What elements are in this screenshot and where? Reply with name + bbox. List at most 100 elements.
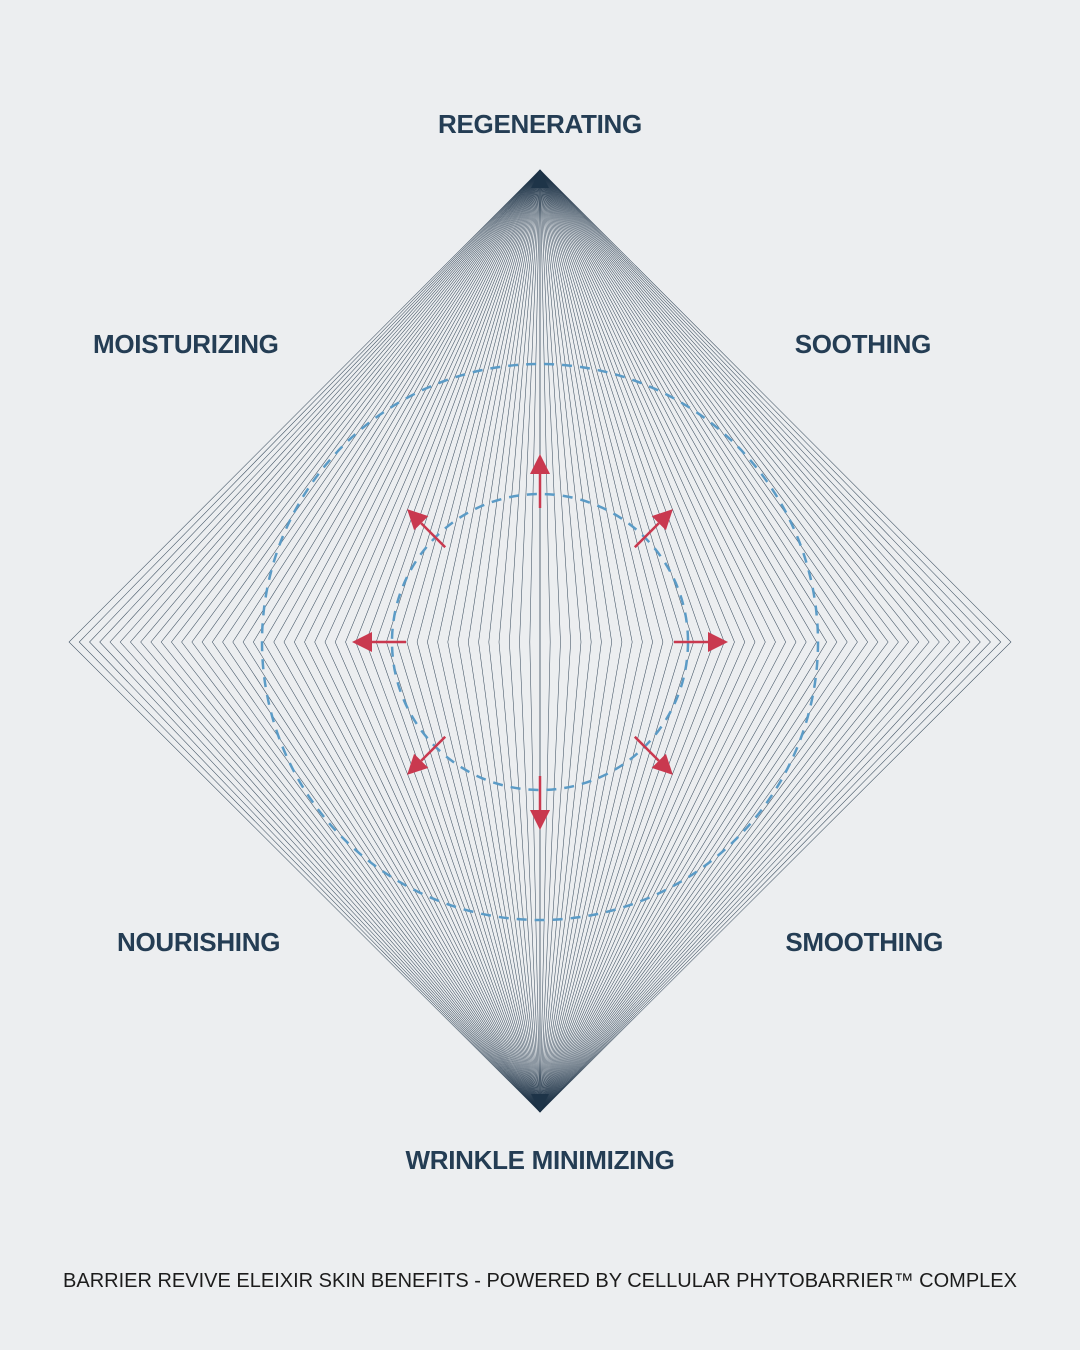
curve-line-right-3: [539, 169, 571, 1113]
curve-line-right-12: [539, 169, 664, 1113]
arrow-shaft: [420, 735, 447, 762]
curve-line-left-38: [150, 169, 541, 1113]
curve-line-right-9: [539, 169, 633, 1113]
curve-line-left-40: [130, 169, 541, 1113]
curve-line-right-27: [539, 169, 817, 1113]
curve-line-right-8: [539, 169, 623, 1113]
outward-arrow-icon: [407, 735, 447, 775]
curve-line-left-21: [324, 169, 541, 1113]
curve-line-right-4: [539, 169, 582, 1113]
curve-line-right-39: [539, 169, 940, 1113]
curve-line-right-33: [539, 169, 879, 1113]
curve-line-left-19: [345, 169, 541, 1113]
curve-line-right-22: [539, 169, 766, 1113]
curve-line-left-7: [468, 169, 541, 1113]
curve-line-left-8: [457, 169, 541, 1113]
curve-line-right-2: [539, 169, 561, 1113]
label-moisturizing: MOISTURIZING: [93, 329, 279, 359]
curve-line-right-5: [539, 169, 592, 1113]
curve-line-left-5: [488, 169, 541, 1113]
curve-line-left-46: [68, 169, 541, 1113]
curve-line-right-42: [539, 169, 971, 1113]
outward-arrow-icon: [633, 735, 673, 775]
curve-line-left-25: [283, 169, 541, 1113]
arrow-head: [352, 632, 372, 652]
curve-line-right-1: [539, 169, 551, 1113]
curve-line-right-26: [539, 169, 807, 1113]
curve-line-left-39: [140, 169, 541, 1113]
curve-line-left-9: [447, 169, 541, 1113]
curve-line-right-41: [539, 169, 961, 1113]
curve-line-right-32: [539, 169, 869, 1113]
curve-line-left-43: [99, 169, 541, 1113]
label-soothing: SOOTHING: [794, 329, 932, 359]
curve-line-left-34: [191, 169, 541, 1113]
outward-arrow-icon: [530, 454, 550, 508]
curve-line-left-11: [427, 169, 541, 1113]
curve-line-left-10: [437, 169, 541, 1113]
curve-line-left-37: [160, 169, 541, 1113]
arrow-head: [407, 509, 429, 531]
arrow-head: [651, 509, 673, 531]
curve-line-left-45: [78, 169, 541, 1113]
curve-line-right-25: [539, 169, 797, 1113]
label-wrinkle-minimizing: WRINKLE MINIMIZING: [405, 1145, 675, 1175]
bottom-apex: [531, 1094, 549, 1112]
curve-line-left-33: [201, 169, 541, 1113]
caption: BARRIER REVIVE ELEIXIR SKIN BENEFITS - P…: [63, 1270, 1017, 1292]
arrow-shaft: [633, 522, 660, 549]
curve-line-left-27: [263, 169, 541, 1113]
curve-line-right-40: [539, 169, 950, 1113]
curve-line-left-13: [406, 169, 541, 1113]
curve-line-left-41: [119, 169, 541, 1113]
curve-line-right-11: [539, 169, 653, 1113]
curve-line-left-2: [519, 169, 541, 1113]
top-apex: [531, 170, 549, 188]
curve-line-left-24: [293, 169, 541, 1113]
curve-line-left-20: [334, 169, 541, 1113]
curve-line-right-38: [539, 169, 930, 1113]
label-smoothing: SMOOTHING: [785, 927, 943, 957]
curve-line-left-30: [232, 169, 541, 1113]
curve-line-right-19: [539, 169, 735, 1113]
curve-line-left-3: [509, 169, 541, 1113]
curve-line-right-10: [539, 169, 643, 1113]
arrow-shaft: [420, 522, 447, 549]
arrow-head: [651, 753, 673, 775]
curve-line-right-31: [539, 169, 858, 1113]
curve-line-right-24: [539, 169, 787, 1113]
curve-line-left-32: [211, 169, 541, 1113]
curve-line-left-23: [304, 169, 541, 1113]
arrow-shaft: [633, 735, 660, 762]
arrow-head: [530, 810, 550, 830]
curve-line-left-1: [529, 169, 541, 1113]
curve-line-right-13: [539, 169, 674, 1113]
outer-dashed-circle: [260, 362, 820, 922]
outward-arrow-icon: [633, 509, 673, 549]
curve-line-right-20: [539, 169, 746, 1113]
curve-line-left-36: [171, 169, 541, 1113]
curve-line-right-30: [539, 169, 848, 1113]
outward-arrow-icon: [352, 632, 406, 652]
arrow-head: [407, 753, 429, 775]
curve-line-left-31: [222, 169, 541, 1113]
curve-line-left-6: [478, 169, 541, 1113]
curve-line-right-28: [539, 169, 828, 1113]
curve-line-left-29: [242, 169, 541, 1113]
curve-line-left-42: [109, 169, 541, 1113]
curve-line-right-7: [539, 169, 612, 1113]
curve-line-right-45: [539, 169, 1002, 1113]
arrows-group: [352, 454, 728, 830]
curve-line-right-29: [539, 169, 838, 1113]
outward-arrow-icon: [674, 632, 728, 652]
curve-line-right-37: [539, 169, 920, 1113]
curve-lines: [68, 169, 1012, 1113]
curve-line-left-28: [252, 169, 541, 1113]
curve-line-right-44: [539, 169, 991, 1113]
curve-line-right-23: [539, 169, 776, 1113]
curve-line-left-35: [181, 169, 541, 1113]
curve-line-right-6: [539, 169, 602, 1113]
outward-arrow-icon: [530, 776, 550, 830]
